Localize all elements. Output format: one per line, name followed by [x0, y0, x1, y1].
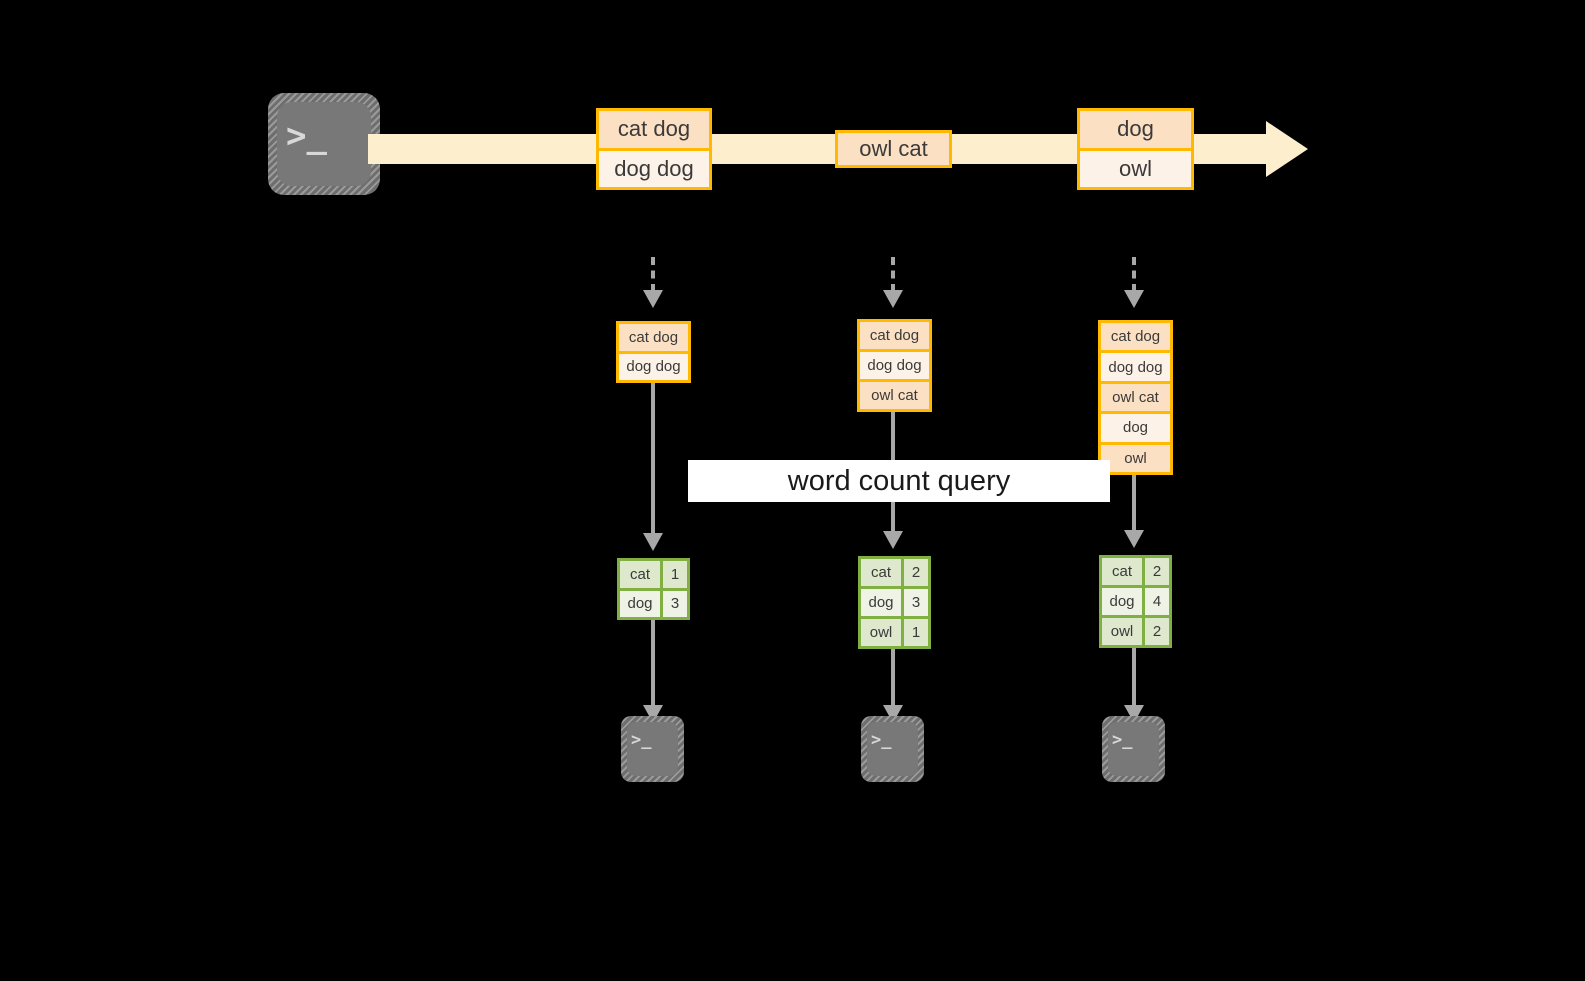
result-count-cell: 3	[660, 590, 687, 617]
result-table-3: cat 2 dog 4 owl 2	[1099, 555, 1172, 648]
result-word-cell: cat	[629, 565, 650, 583]
accumulated-row: cat dog	[1101, 323, 1170, 351]
result-row: owl 2	[1102, 615, 1169, 645]
result-row: dog 4	[1102, 585, 1169, 615]
sink-connector-1	[651, 620, 655, 708]
stream-ribbon-arrowhead	[1266, 121, 1308, 177]
accumulated-row: owl	[1101, 441, 1170, 473]
stream-batch-2: owl cat	[835, 130, 952, 168]
result-table-1: cat 1 dog 3	[617, 558, 690, 620]
sink-connector-3	[1132, 648, 1136, 708]
result-count-cell: 1	[901, 619, 928, 646]
result-word-cell: owl	[869, 624, 893, 641]
accumulated-row: cat dog	[619, 324, 688, 351]
result-word-cell: dog	[1109, 593, 1135, 610]
terminal-prompt-glyph: >_	[1112, 730, 1133, 750]
accumulated-row: dog dog	[619, 350, 688, 380]
sink-terminal-icon-2: >_	[861, 716, 924, 782]
trigger-connector-dashed	[1132, 257, 1136, 292]
result-count-cell: 1	[660, 561, 687, 588]
result-word-cell: dog	[868, 594, 894, 611]
terminal-screen	[627, 722, 678, 776]
accumulated-row: owl cat	[1101, 380, 1170, 412]
accumulated-table-3: cat dog dog dog owl cat dog owl	[1098, 320, 1173, 475]
query-connector-1-arrowhead	[643, 533, 663, 551]
result-row: dog 3	[861, 586, 928, 616]
trigger-connector-dashed	[891, 257, 895, 292]
accumulated-row: cat dog	[860, 322, 929, 349]
stream-batch-1: cat dog dog dog	[596, 108, 712, 190]
result-word-cell: dog	[627, 595, 653, 613]
accumulated-row: dog dog	[1101, 350, 1170, 381]
accumulated-row: owl cat	[860, 379, 929, 409]
result-word-cell: cat	[1111, 563, 1132, 580]
query-connector-1	[651, 383, 655, 536]
result-row: cat 2	[861, 559, 928, 586]
result-row: dog 3	[620, 587, 687, 617]
stream-line: owl	[1080, 147, 1191, 187]
trigger-connector-arrowhead	[883, 290, 903, 308]
result-word-cell: cat	[870, 564, 891, 581]
accumulated-row: dog	[1101, 411, 1170, 442]
stream-line: cat dog	[599, 111, 709, 148]
trigger-connector-dashed	[651, 257, 655, 292]
query-connector-2-arrowhead	[883, 531, 903, 549]
stream-line: dog dog	[599, 147, 709, 187]
sink-terminal-icon-3: >_	[1102, 716, 1165, 782]
terminal-prompt-glyph: >_	[286, 116, 327, 156]
terminal-screen	[867, 722, 918, 776]
query-connector-3	[1132, 475, 1136, 533]
query-banner-label: word count query	[787, 464, 1011, 497]
result-count-cell: 3	[901, 589, 928, 616]
stream-line: owl cat	[838, 133, 949, 165]
trigger-connector-arrowhead	[1124, 290, 1144, 308]
terminal-screen	[1108, 722, 1159, 776]
accumulated-row: dog dog	[860, 349, 929, 379]
sink-connector-2	[891, 649, 895, 708]
result-row: cat 2	[1102, 558, 1169, 585]
stream-line: dog	[1080, 111, 1191, 148]
sink-terminal-icon-1: >_	[621, 716, 684, 782]
result-row: cat 1	[620, 561, 687, 588]
result-count-cell: 4	[1142, 588, 1169, 615]
accumulated-table-1: cat dog dog dog	[616, 321, 691, 383]
accumulated-table-2: cat dog dog dog owl cat	[857, 319, 932, 412]
terminal-prompt-glyph: >_	[871, 730, 892, 750]
result-table-2: cat 2 dog 3 owl 1	[858, 556, 931, 649]
result-row: owl 1	[861, 616, 928, 646]
result-word-cell: owl	[1110, 623, 1134, 640]
query-connector-3-arrowhead	[1124, 530, 1144, 548]
terminal-screen	[277, 102, 371, 186]
terminal-prompt-glyph: >_	[631, 730, 652, 750]
stream-batch-3: dog owl	[1077, 108, 1194, 190]
result-count-cell: 2	[1142, 558, 1169, 585]
query-banner: word count query	[688, 460, 1110, 502]
result-count-cell: 2	[901, 559, 928, 586]
trigger-connector-arrowhead	[643, 290, 663, 308]
result-count-cell: 2	[1142, 618, 1169, 645]
source-terminal-icon: >_	[268, 93, 380, 195]
